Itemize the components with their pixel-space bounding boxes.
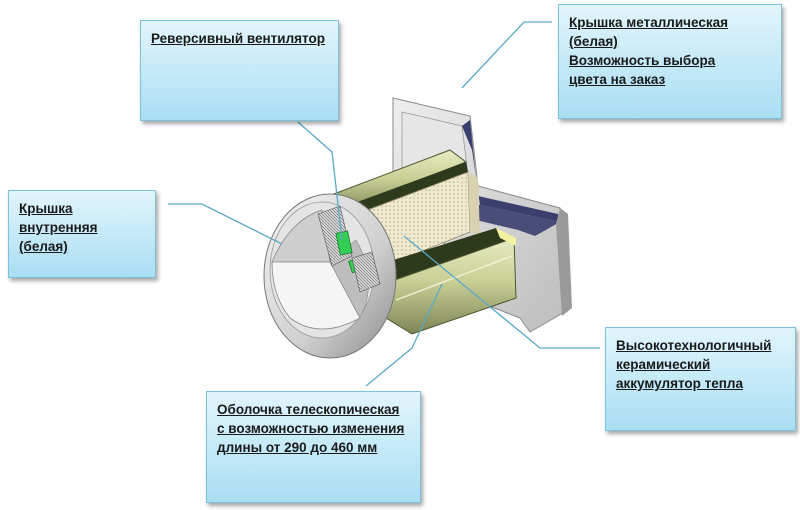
leader-line-inner-cover xyxy=(168,203,283,245)
callout-metal-cover: Крышка металлическая (белая) Возможность… xyxy=(558,4,782,119)
callout-inner-cover: Крышка внутренняя (белая) xyxy=(8,190,156,278)
callout-reversible-fan: Реверсивный вентилятор xyxy=(140,20,339,121)
leader-line-shell xyxy=(365,283,443,387)
callout-ceramic-accumulator: Высокотехнологичный керамический аккумул… xyxy=(605,327,796,431)
callout-label: Крышка металлическая (белая) Возможность… xyxy=(569,15,728,87)
reversible-fan-graphic xyxy=(317,205,381,293)
leader-line-metal-cover xyxy=(461,21,552,89)
callout-label: Крышка внутренняя (белая) xyxy=(19,201,98,254)
inner-cover-graphic xyxy=(263,193,397,359)
leader-line-ceramic xyxy=(403,235,600,349)
leader-lines xyxy=(168,21,600,387)
leader-line-fan xyxy=(297,121,343,241)
callout-label: Высокотехнологичный керамический аккумул… xyxy=(616,338,772,391)
callout-telescopic-shell: Оболочка телескопическая с возможностью … xyxy=(206,391,421,503)
callout-label: Реверсивный вентилятор xyxy=(151,31,325,46)
callout-label: Оболочка телескопическая с возможностью … xyxy=(217,402,405,455)
